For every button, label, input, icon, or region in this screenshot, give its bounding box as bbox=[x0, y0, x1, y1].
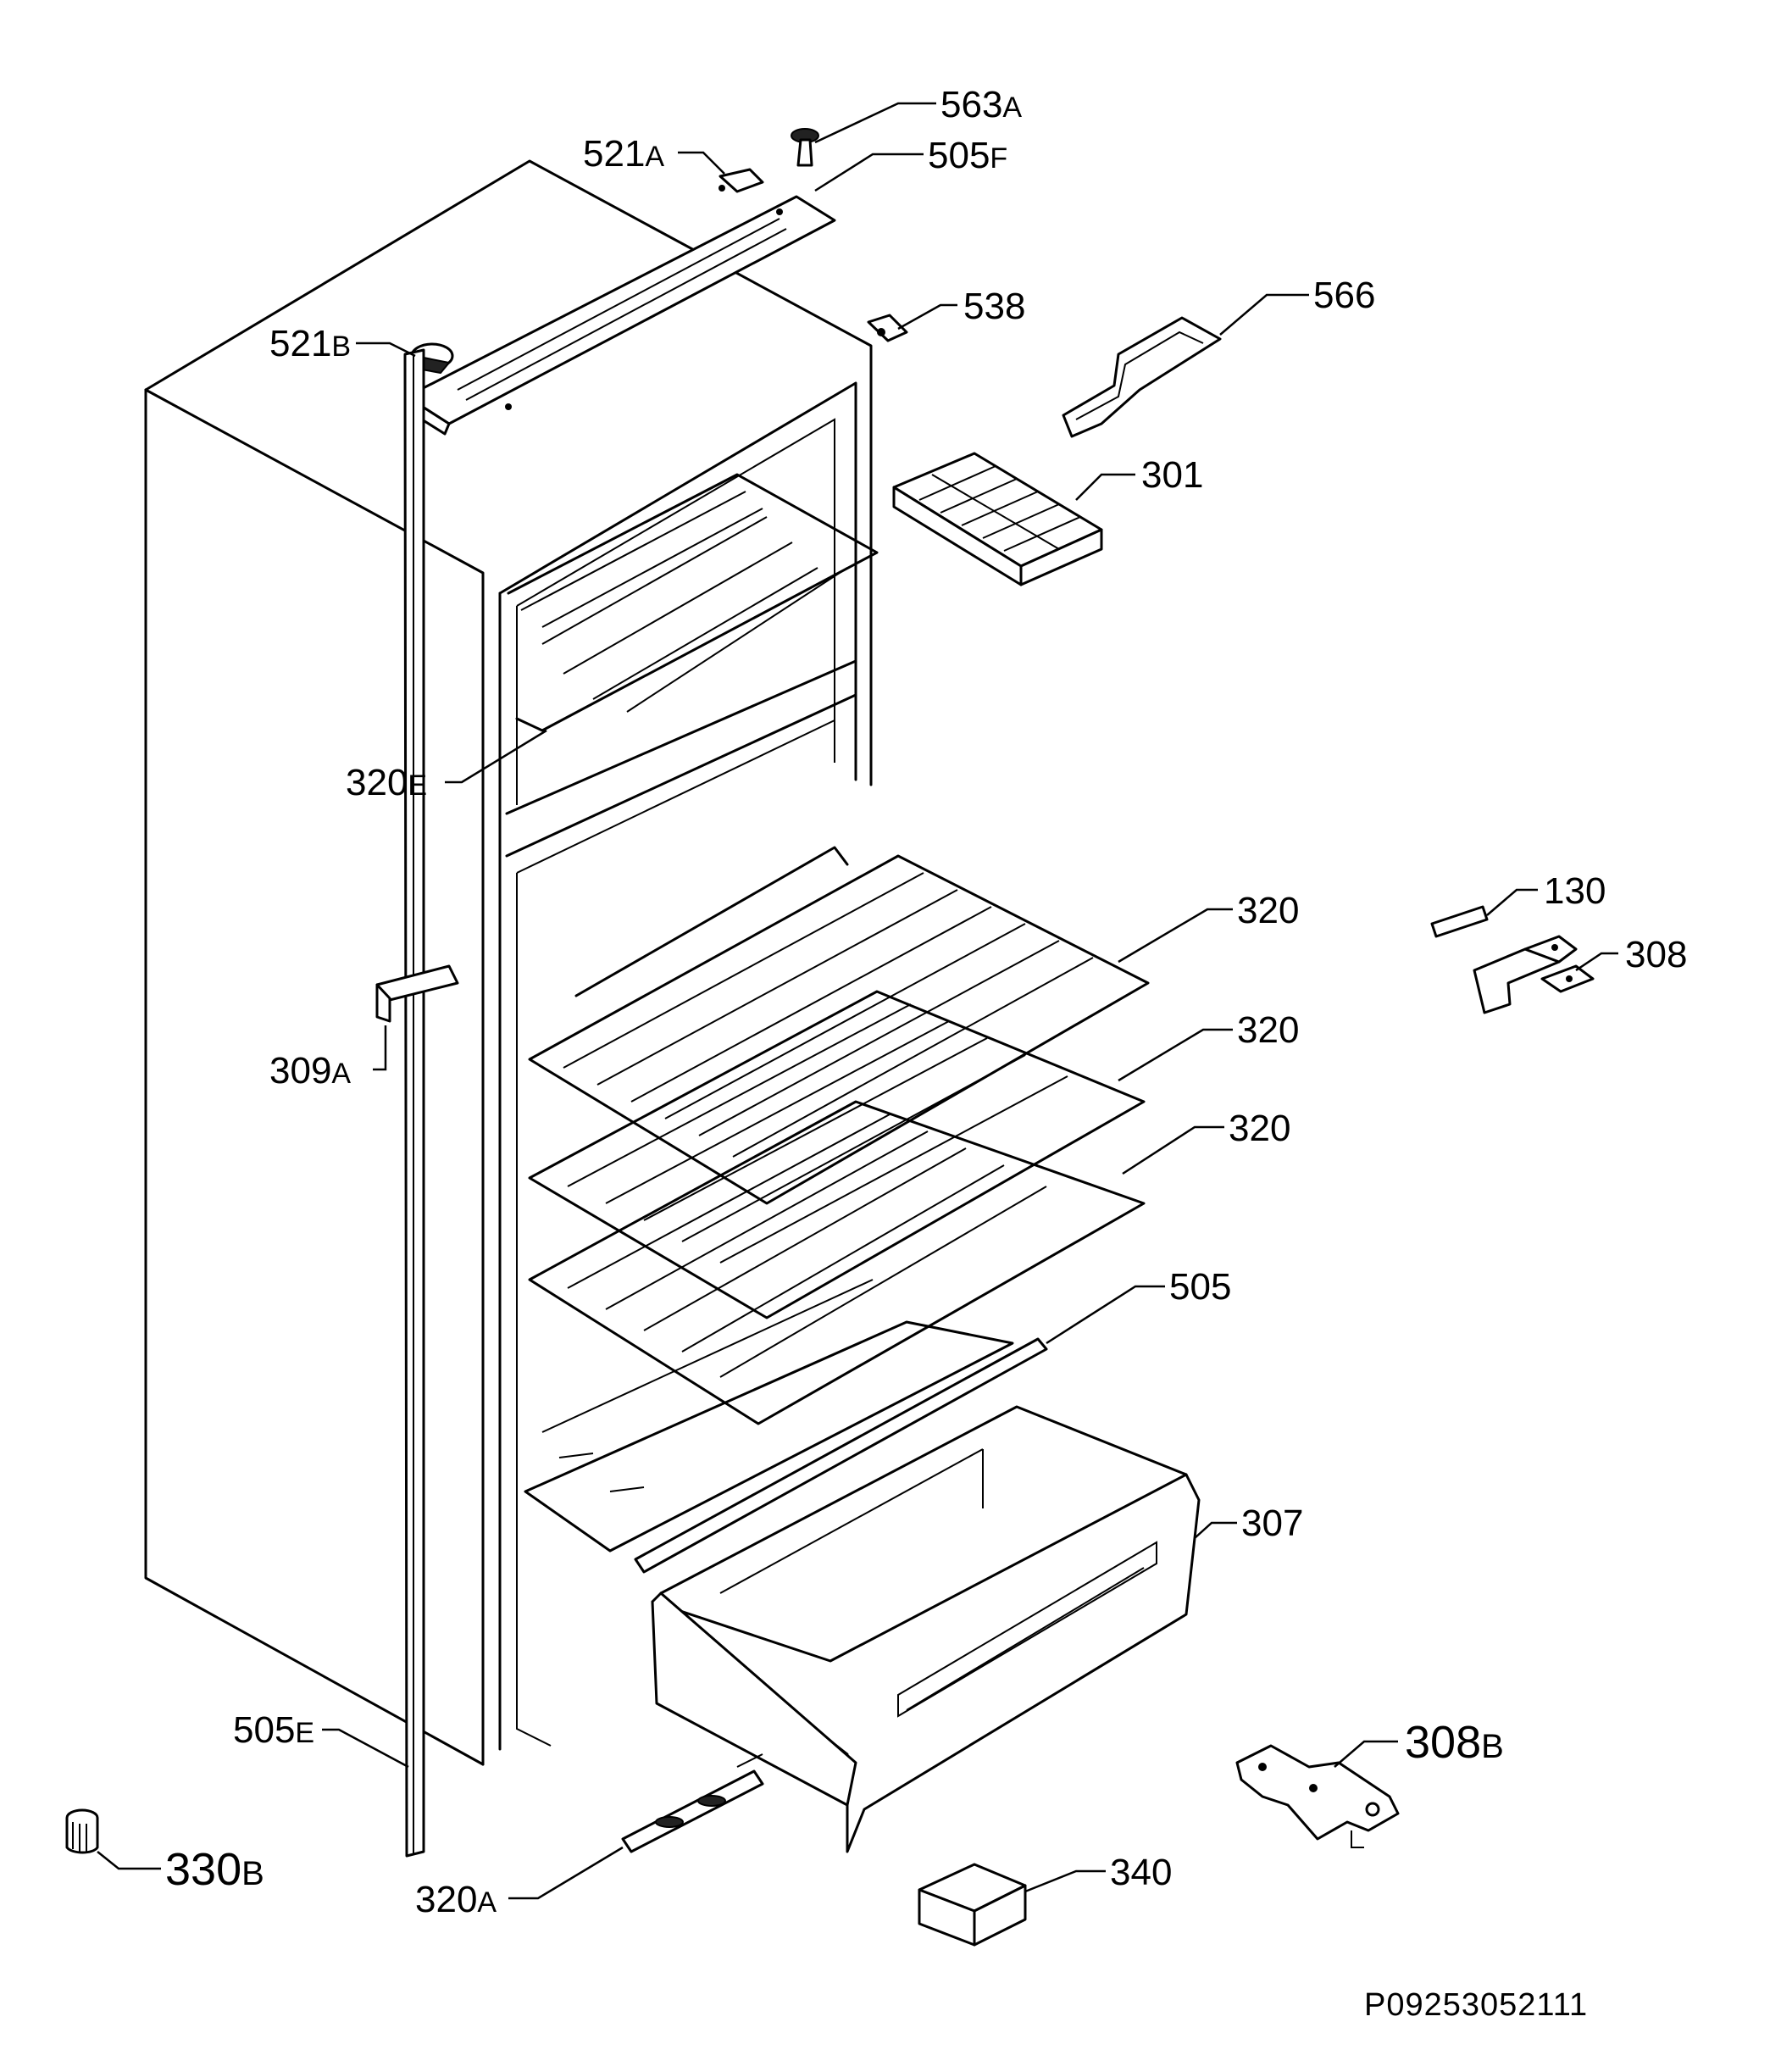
document-id: P09253052111 bbox=[1364, 1987, 1588, 2023]
label-330b: 330B bbox=[165, 1844, 264, 1895]
door-gasket-505e bbox=[403, 348, 425, 1858]
label-320-2: 320 bbox=[1237, 1009, 1299, 1051]
label-521b: 521B bbox=[269, 323, 351, 364]
cap-521a bbox=[719, 168, 764, 193]
door-clip-309a bbox=[375, 964, 459, 1023]
ice-tray-301 bbox=[892, 452, 1103, 586]
leader-lines bbox=[97, 102, 1618, 1900]
deodorizer-block-340 bbox=[918, 1863, 1027, 1947]
label-505: 505 bbox=[1169, 1266, 1231, 1308]
ice-scoop-566 bbox=[1062, 316, 1222, 438]
label-320-3: 320 bbox=[1229, 1108, 1290, 1149]
lower-hinge-308b bbox=[1235, 1744, 1400, 1848]
label-340: 340 bbox=[1110, 1852, 1172, 1893]
glass-shelf bbox=[524, 1279, 1014, 1553]
wire-shelves-320 bbox=[528, 846, 1150, 1425]
cabinet-body bbox=[144, 159, 873, 1766]
hinge-308 bbox=[1473, 935, 1595, 1014]
label-301: 301 bbox=[1141, 454, 1203, 496]
bracket-130 bbox=[1430, 905, 1489, 938]
label-308b: 308B bbox=[1405, 1717, 1504, 1768]
adjustable-foot-330b bbox=[65, 1808, 99, 1854]
label-563a: 563A bbox=[940, 84, 1022, 125]
trim-strip-505 bbox=[634, 1337, 1048, 1574]
screw-563a bbox=[791, 128, 819, 167]
label-320-1: 320 bbox=[1237, 890, 1299, 931]
label-505e: 505E bbox=[233, 1709, 314, 1751]
shelf-support-320a bbox=[621, 1753, 764, 1853]
crisper-drawer-307 bbox=[651, 1405, 1201, 1853]
label-320a: 320A bbox=[415, 1879, 497, 1920]
freezer-shelf-320e bbox=[507, 473, 879, 732]
part-labels: 563A 505F 521A 521B 538 566 301 320E 130… bbox=[165, 84, 1687, 1920]
top-rail bbox=[405, 195, 836, 436]
label-307: 307 bbox=[1241, 1503, 1303, 1544]
label-320e: 320E bbox=[346, 762, 427, 803]
bracket-538 bbox=[867, 314, 908, 342]
label-505f: 505F bbox=[928, 135, 1007, 176]
label-308: 308 bbox=[1625, 934, 1687, 975]
label-521a: 521A bbox=[583, 133, 664, 175]
label-130: 130 bbox=[1544, 870, 1606, 912]
label-538: 538 bbox=[963, 286, 1025, 327]
label-566: 566 bbox=[1313, 275, 1375, 316]
label-309a: 309A bbox=[269, 1050, 351, 1092]
